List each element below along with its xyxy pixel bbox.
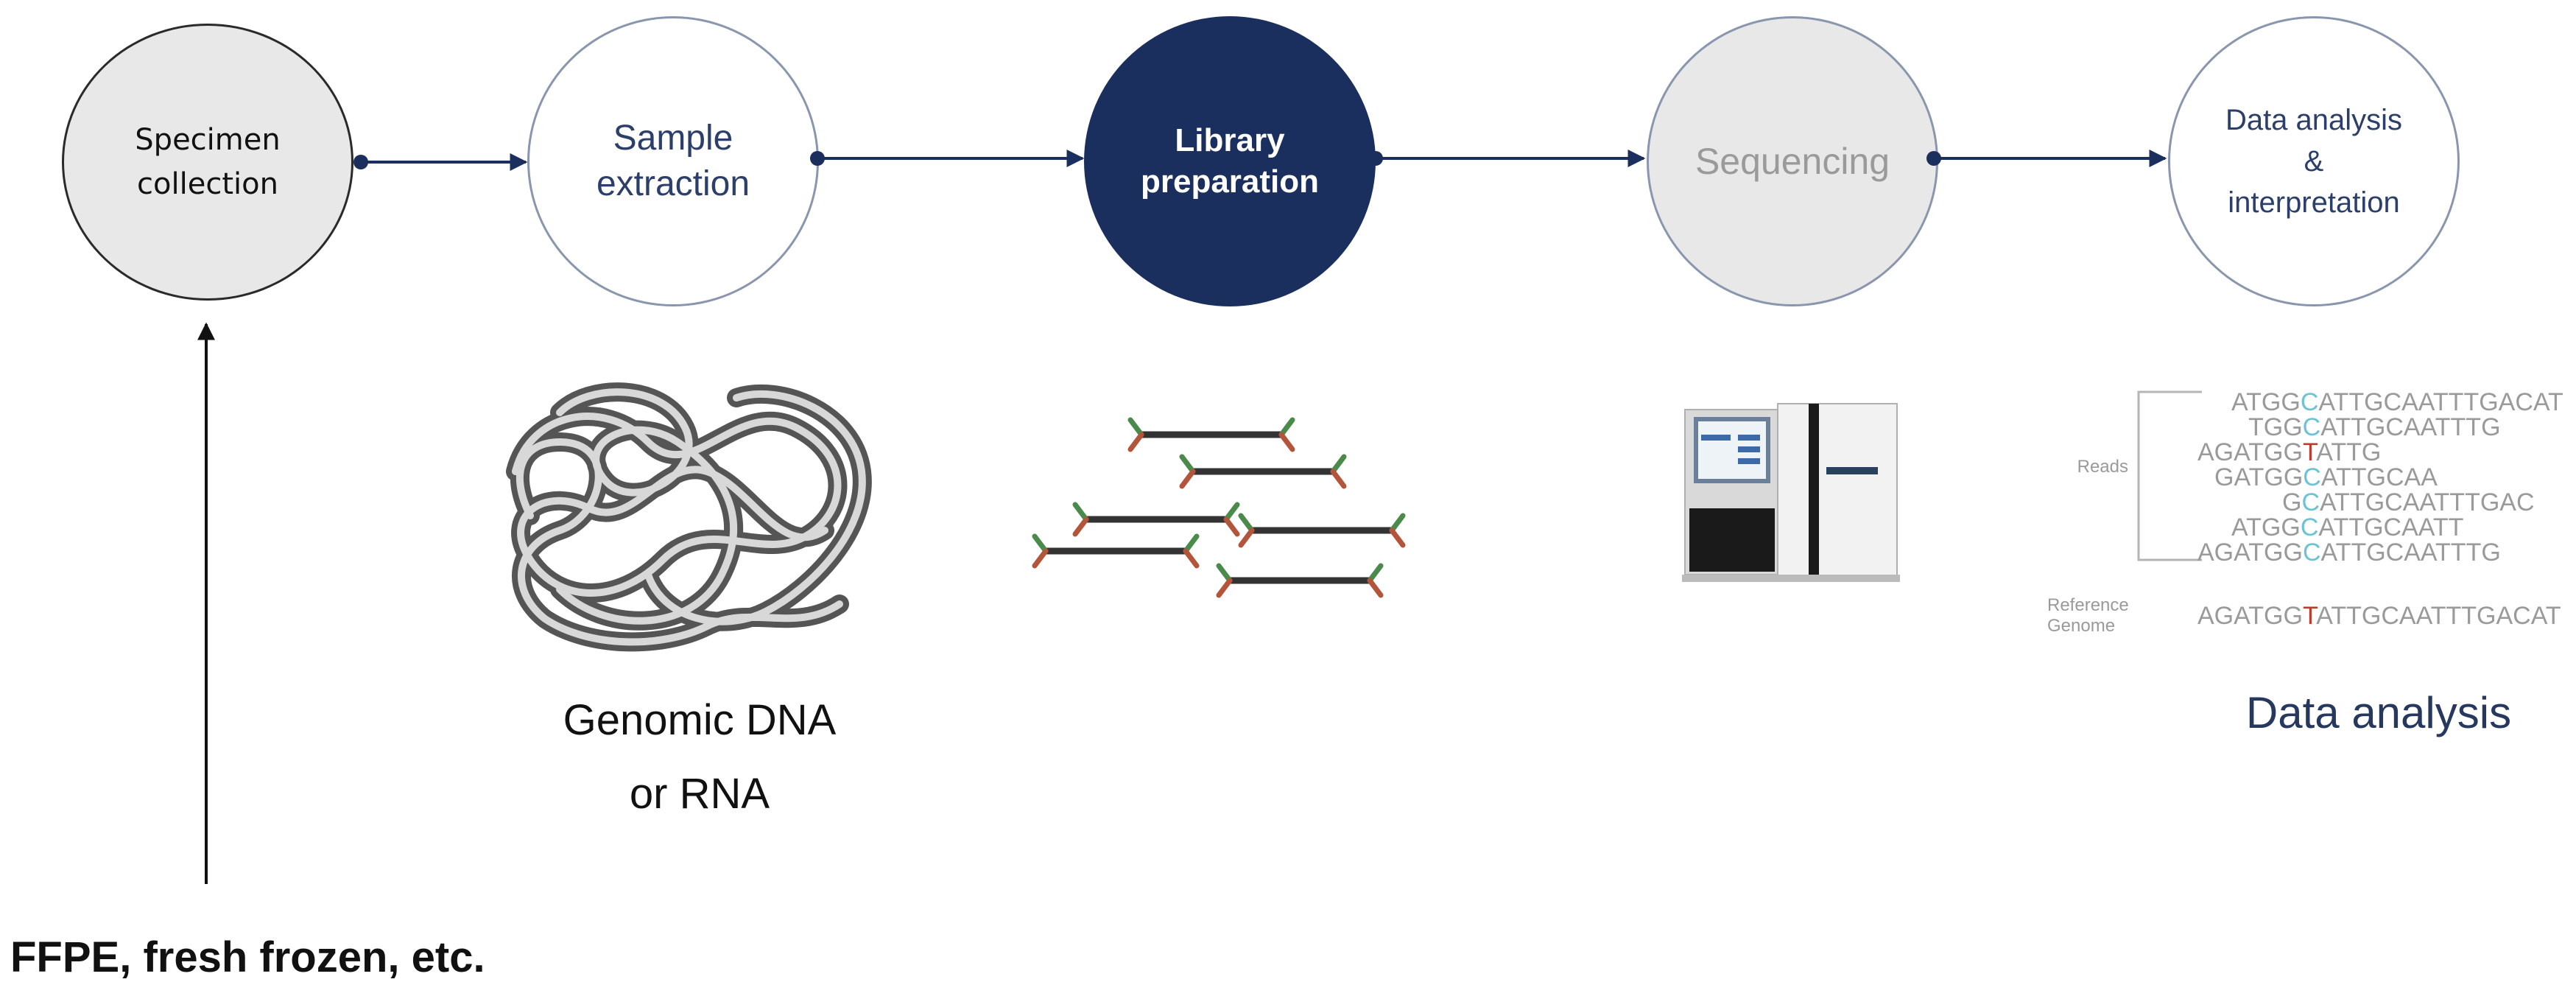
reference-line: AGATGGTATTGCAATTTGACAT: [2197, 603, 2561, 629]
read-seq: ATTGCAATTTGAC: [2320, 488, 2535, 516]
step-specimen-collection: Specimen collection: [62, 24, 353, 301]
arrow-extraction-to-library: [810, 150, 1085, 167]
read-line: GCATTGCAATTTGAC: [2282, 489, 2535, 516]
caption-genomic-dna: Genomic DNA or RNA: [563, 696, 837, 818]
step-sequencing: Sequencing: [1647, 16, 1938, 306]
read-line: TGGCATTGCAATTTG: [2248, 414, 2501, 441]
genomic-dna-illustration: [506, 382, 872, 652]
step-label: Data analysis & interpretation: [2225, 104, 2403, 219]
read-seq: ATGG: [2231, 388, 2301, 416]
read-variant: T: [2302, 438, 2317, 466]
library-fragment: [1032, 533, 1200, 569]
library-fragments-illustration: [1032, 417, 1406, 598]
read-seq: TGG: [2248, 413, 2303, 441]
read-line: AGATGGCATTGCAATTTG: [2197, 539, 2501, 566]
read-variant: C: [2302, 539, 2321, 567]
caption-specimen-types: FFPE, fresh frozen, etc.: [10, 933, 485, 981]
step-label: Library preparation: [1140, 122, 1320, 200]
library-fragment: [1127, 417, 1295, 452]
caption-data-analysis: Data analysis: [2245, 688, 2512, 737]
read-seq: ATTGCAATTTG: [2320, 539, 2501, 567]
read-variant: C: [2301, 488, 2320, 516]
arrow-collection-to-extraction: [353, 153, 528, 171]
step-library-preparation: Library preparation: [1084, 16, 1376, 306]
read-seq: AGATGG: [2197, 539, 2303, 567]
read-seq: G: [2282, 488, 2302, 516]
read-seq: GATGG: [2214, 463, 2304, 491]
read-seq: ATTGCAA: [2320, 463, 2438, 491]
reference-seq: AGATGG: [2197, 602, 2303, 630]
read-seq: AGATGG: [2197, 438, 2303, 466]
sequencer-illustration: [1682, 403, 1900, 582]
reference-seq: ATTGCAATTTGACAT: [2316, 602, 2561, 630]
arrow-library-to-sequencing: [1368, 150, 1646, 167]
read-seq: ATTG: [2316, 438, 2382, 466]
read-seq: ATGG: [2231, 513, 2301, 541]
read-variant: C: [2302, 413, 2321, 441]
library-fragment: [1072, 502, 1240, 537]
read-line: ATGGCATTGCAATTTGACAT: [2231, 389, 2563, 415]
read-seq: ATTGCAATTTGACAT: [2318, 388, 2563, 416]
reference-genome-label: Reference Genome: [2047, 595, 2129, 636]
arrow-sequencing-to-analysis: [1926, 150, 2167, 167]
read-line: AGATGGTATTG: [2197, 439, 2381, 466]
step-label: Sample extraction: [596, 119, 750, 203]
read-variant: C: [2300, 513, 2319, 541]
read-variant: C: [2300, 388, 2319, 416]
read-seq: ATTGCAATT: [2318, 513, 2464, 541]
step-label: Specimen collection: [135, 123, 281, 201]
reads-bracket: [2137, 390, 2202, 561]
read-seq: ATTGCAATTTG: [2320, 413, 2501, 441]
library-fragment: [1216, 563, 1384, 598]
reference-variant: T: [2302, 602, 2317, 630]
reads-label: Reads: [2077, 457, 2128, 477]
library-fragment: [1238, 513, 1406, 548]
step-data-analysis: Data analysis & interpretation: [2168, 16, 2460, 306]
step-label: Sequencing: [1695, 141, 1890, 182]
read-line: GATGGCATTGCAA: [2214, 464, 2438, 491]
library-fragment: [1179, 454, 1347, 489]
read-variant: C: [2303, 463, 2321, 491]
read-line: ATGGCATTGCAATT: [2231, 514, 2463, 541]
